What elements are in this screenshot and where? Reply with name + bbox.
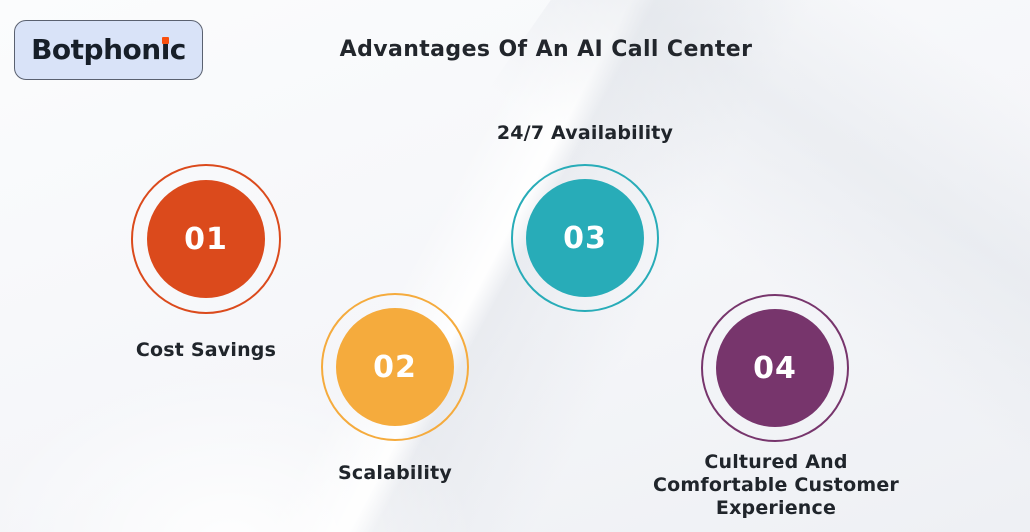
background-sheen [0, 292, 580, 532]
number-circle-03: 03 [526, 179, 644, 297]
number-circle-ring-01: 01 [131, 164, 281, 314]
item-label-04: Cultured And Comfortable Customer Experi… [653, 451, 899, 520]
item-label-02: Scalability [338, 462, 452, 484]
circle-number-03: 03 [563, 220, 607, 256]
number-circle-ring-02: 02 [321, 293, 469, 441]
logo-text-pre: Botphon [31, 33, 161, 66]
item-label-01: Cost Savings [135, 339, 277, 361]
logo-text-post: c [169, 33, 187, 66]
circle-number-02: 02 [373, 349, 417, 385]
number-circle-02: 02 [336, 308, 454, 426]
number-circle-01: 01 [147, 180, 265, 298]
circle-number-01: 01 [184, 221, 228, 257]
logo-accent-letter: i [160, 33, 171, 66]
number-circle-ring-03: 03 [511, 164, 659, 312]
page-title: Advantages Of An AI Call Center [339, 37, 753, 62]
item-label-03: 24/7 Availability [496, 122, 674, 144]
number-circle-04: 04 [716, 309, 834, 427]
number-circle-ring-04: 04 [701, 294, 849, 442]
circle-number-04: 04 [753, 350, 797, 386]
